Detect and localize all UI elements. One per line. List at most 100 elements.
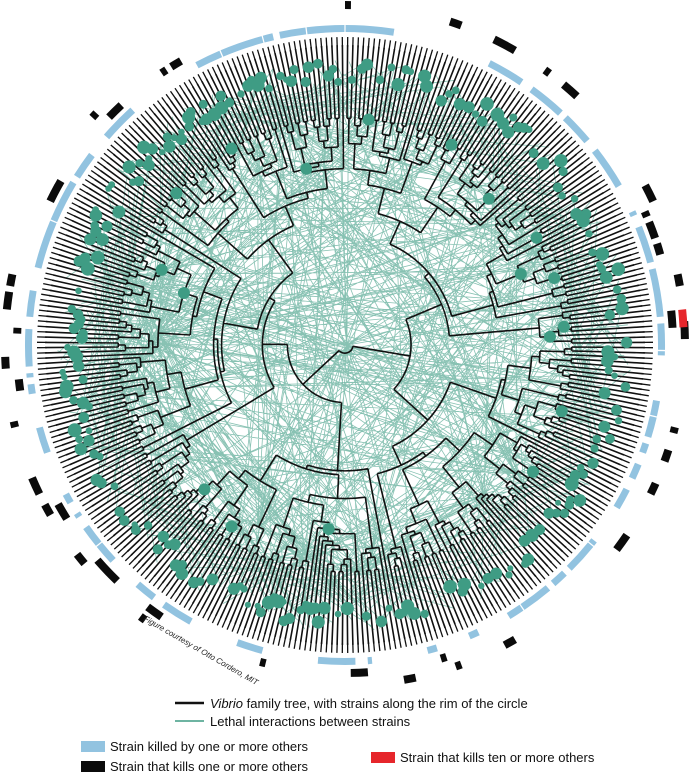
interaction-node [215, 90, 227, 102]
legend-tree-label: Vibrio family tree, with strains along t… [210, 696, 528, 711]
interaction-node [135, 159, 144, 168]
interaction-node [391, 78, 405, 92]
interaction-node [585, 230, 593, 238]
interaction-node [184, 121, 195, 132]
interaction-node [525, 126, 533, 133]
interaction-node [576, 463, 585, 472]
legend-kills-swatch [81, 761, 105, 772]
interaction-node [185, 107, 196, 117]
interaction-node [83, 435, 95, 447]
interaction-node [435, 95, 447, 107]
interaction-node [418, 69, 432, 83]
interaction-node [407, 68, 415, 76]
interaction-node [110, 482, 119, 491]
interaction-node [162, 132, 172, 142]
interaction-node [90, 250, 105, 265]
lethal-interaction-lines [57, 58, 631, 631]
interaction-hub [177, 287, 190, 299]
interaction-node [601, 345, 615, 359]
interaction-node [75, 287, 82, 295]
interaction-node [564, 476, 579, 491]
interaction-node [114, 506, 125, 517]
strain-rim-ticks [36, 36, 654, 654]
interaction-node [611, 372, 618, 380]
interaction-node [79, 252, 91, 264]
interaction-node [265, 84, 273, 93]
interaction-node [507, 565, 514, 572]
interaction-node [387, 63, 396, 72]
interaction-node [480, 97, 494, 111]
interaction-node [340, 601, 354, 616]
interaction-node [64, 344, 71, 351]
interaction-node [255, 607, 266, 618]
interaction-node [163, 140, 176, 153]
interaction-node [334, 610, 342, 618]
interaction-node [276, 71, 285, 81]
interaction-node [163, 540, 173, 550]
interaction-node [176, 134, 188, 146]
legend-killed-label: Strain killed by one or more others [110, 739, 308, 754]
interaction-node [67, 345, 81, 359]
interaction-node [599, 271, 613, 284]
interaction-node [604, 366, 613, 375]
interaction-hub [300, 162, 313, 175]
interaction-node [143, 521, 153, 530]
interaction-node [604, 309, 615, 320]
interaction-node [518, 535, 531, 547]
interaction-node [621, 336, 633, 349]
interaction-node [478, 582, 485, 589]
strain-tips [36, 36, 654, 654]
interaction-node [159, 149, 166, 156]
interaction-node [254, 602, 261, 610]
interaction-hub [557, 320, 570, 333]
legend-kills-ten-label: Strain that kills ten or more others [400, 750, 595, 765]
interaction-node [188, 576, 200, 589]
interaction-node [554, 154, 568, 168]
interaction-node [60, 379, 74, 394]
interaction-node [536, 157, 550, 170]
interaction-node [570, 195, 579, 203]
interaction-hub [225, 520, 238, 533]
interaction-node [451, 86, 460, 95]
interaction-node [322, 70, 335, 82]
interaction-node [573, 494, 587, 507]
interaction-node [509, 113, 518, 122]
legend-tree-rest: family tree, with strains along the rim … [243, 696, 528, 711]
interaction-lines [57, 58, 631, 631]
interaction-node [558, 166, 568, 177]
interaction-node [457, 586, 468, 597]
interaction-node [90, 221, 99, 230]
interaction-node [552, 182, 563, 193]
interaction-node [96, 233, 109, 247]
interaction-node [178, 128, 185, 136]
interaction-hub [198, 483, 211, 496]
interaction-node [420, 609, 429, 619]
interaction-node [119, 515, 130, 526]
interaction-node [614, 417, 623, 425]
interaction-node [101, 220, 113, 232]
interaction-node [170, 134, 178, 142]
interaction-node [590, 444, 599, 453]
interaction-node [122, 160, 136, 174]
interaction-node [601, 354, 614, 368]
interaction-node [302, 61, 315, 73]
interaction-node [72, 309, 84, 320]
interaction-node [443, 579, 457, 594]
interaction-node [587, 457, 599, 469]
interaction-node [67, 423, 82, 438]
interaction-node [131, 521, 138, 528]
interaction-node [559, 508, 570, 518]
interaction-node [157, 530, 170, 543]
interaction-node [612, 285, 622, 294]
interaction-node [145, 155, 153, 163]
interaction-node [317, 601, 331, 615]
interaction-node [77, 396, 90, 410]
interaction-node [152, 544, 163, 555]
interaction-node [328, 64, 338, 74]
interaction-hub [514, 268, 527, 280]
legend: Vibrio family tree, with strains along t… [81, 696, 595, 774]
interaction-node [595, 247, 610, 261]
interaction-node [313, 58, 323, 69]
interaction-node [361, 58, 374, 71]
interaction-node [361, 611, 371, 621]
